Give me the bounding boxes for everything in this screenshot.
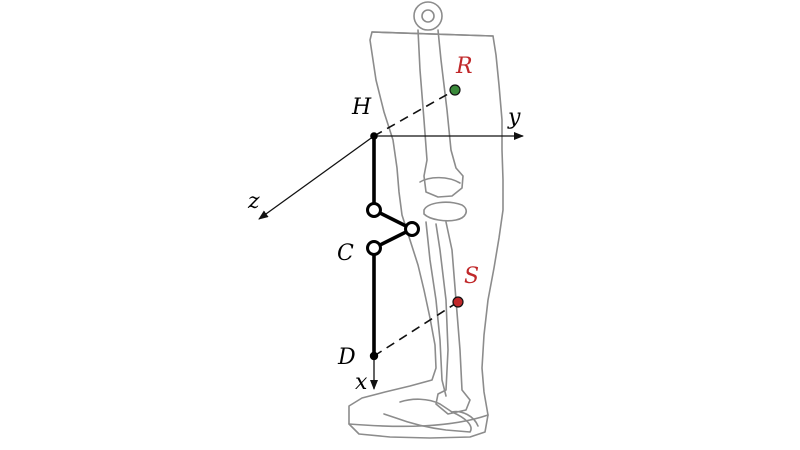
- dashed-line-h-r: [373, 89, 456, 137]
- z-axis: [258, 135, 375, 220]
- femur-head: [419, 176, 461, 184]
- label-z-axis: z: [247, 189, 260, 214]
- label-x-axis: x: [355, 370, 368, 395]
- heel-bone: [451, 410, 479, 427]
- joint-right: [404, 221, 420, 237]
- femur-ring-outer: [413, 1, 443, 31]
- label-c: C: [337, 241, 354, 266]
- thigh-top-line: [371, 31, 494, 37]
- leg-bones: [383, 1, 479, 433]
- foot-bones: [383, 398, 472, 433]
- patella: [423, 201, 468, 222]
- coordinate-axes: [258, 132, 524, 390]
- fibula-bone: [425, 221, 447, 397]
- tibia-bone: [435, 221, 471, 415]
- dashed-line-d-s: [373, 301, 459, 357]
- point-h: [370, 132, 378, 140]
- label-r: R: [455, 54, 473, 79]
- femur-bone: [417, 29, 464, 198]
- marker-s: [452, 296, 464, 308]
- femur-ring-inner: [421, 9, 435, 23]
- exoskeleton-linkage: [366, 132, 420, 361]
- leg-outline: [348, 31, 504, 439]
- joint-c: [366, 240, 382, 256]
- joint-upper: [366, 202, 382, 218]
- thigh-shank-contour: [348, 31, 504, 439]
- label-y-axis: y: [507, 105, 521, 130]
- label-s: S: [464, 264, 479, 289]
- label-d: D: [337, 345, 356, 370]
- point-d: [369, 351, 379, 361]
- label-h: H: [351, 95, 372, 120]
- marker-r: [449, 84, 461, 96]
